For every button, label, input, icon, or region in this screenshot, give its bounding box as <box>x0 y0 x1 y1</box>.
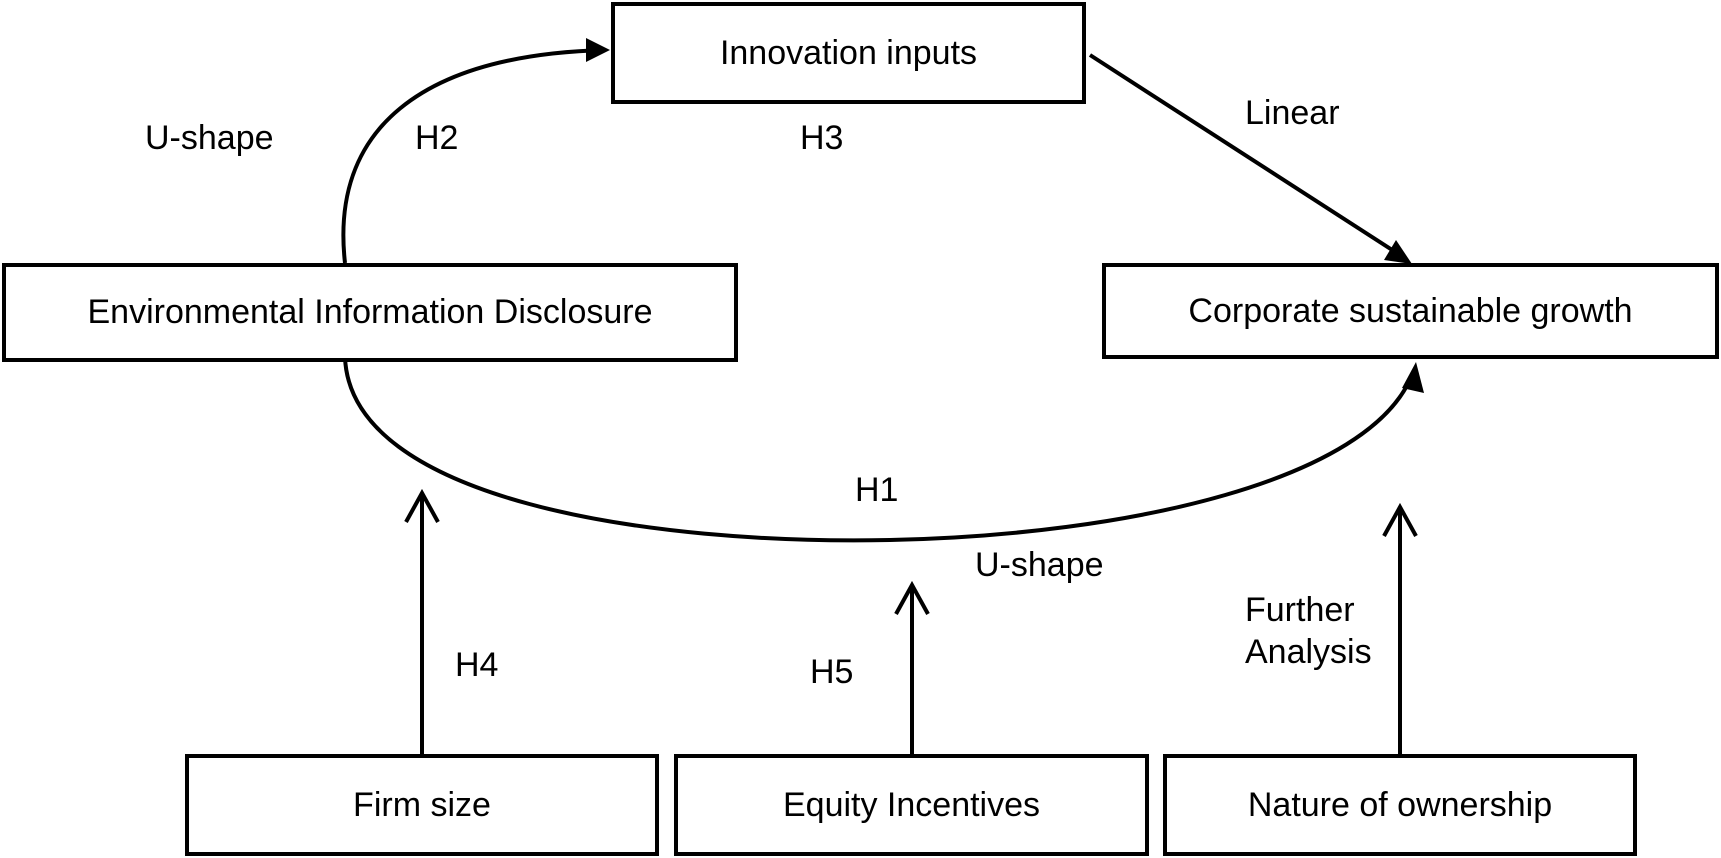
label-h1: H1 <box>855 471 899 509</box>
arrow-eid-to-innovation <box>341 48 606 264</box>
label-h3: H3 <box>800 119 844 157</box>
label-u-shape-bottom: U-shape <box>975 546 1104 584</box>
node-firm-size: Firm size <box>185 754 659 856</box>
label-linear: Linear <box>1245 94 1340 132</box>
node-equity-incentives-label: Equity Incentives <box>782 785 1041 824</box>
arrow-eid-to-csg <box>343 356 1414 543</box>
arrowhead-equity <box>894 580 930 615</box>
label-further-analysis-1: Further <box>1245 591 1355 629</box>
node-equity-incentives: Equity Incentives <box>674 754 1149 856</box>
arrowhead-ownership <box>1382 502 1418 537</box>
arrowhead-csg-bottom <box>1402 362 1424 393</box>
label-h4: H4 <box>455 646 499 684</box>
node-eid-label: Environmental Information Disclosure <box>87 293 653 331</box>
node-eid: Environmental Information Disclosure <box>2 263 738 362</box>
node-ownership: Nature of ownership <box>1163 754 1637 856</box>
node-ownership-label: Nature of ownership <box>1247 785 1553 824</box>
node-csg: Corporate sustainable growth <box>1102 263 1719 359</box>
label-h2: H2 <box>415 119 459 157</box>
node-csg-label: Corporate sustainable growth <box>1188 291 1633 330</box>
label-h5: H5 <box>810 653 854 691</box>
node-innovation-inputs-label: Innovation inputs <box>719 33 978 72</box>
node-innovation-inputs: Innovation inputs <box>611 2 1086 104</box>
node-firm-size-label: Firm size <box>353 785 491 824</box>
label-u-shape-top: U-shape <box>145 119 274 157</box>
arrowhead-csg-top <box>1384 240 1412 264</box>
arrowhead-innovation <box>586 38 610 62</box>
arrowhead-firm-size <box>404 488 440 523</box>
arrow-innovation-to-csg <box>1088 53 1402 257</box>
label-further-analysis-2: Analysis <box>1245 633 1372 671</box>
